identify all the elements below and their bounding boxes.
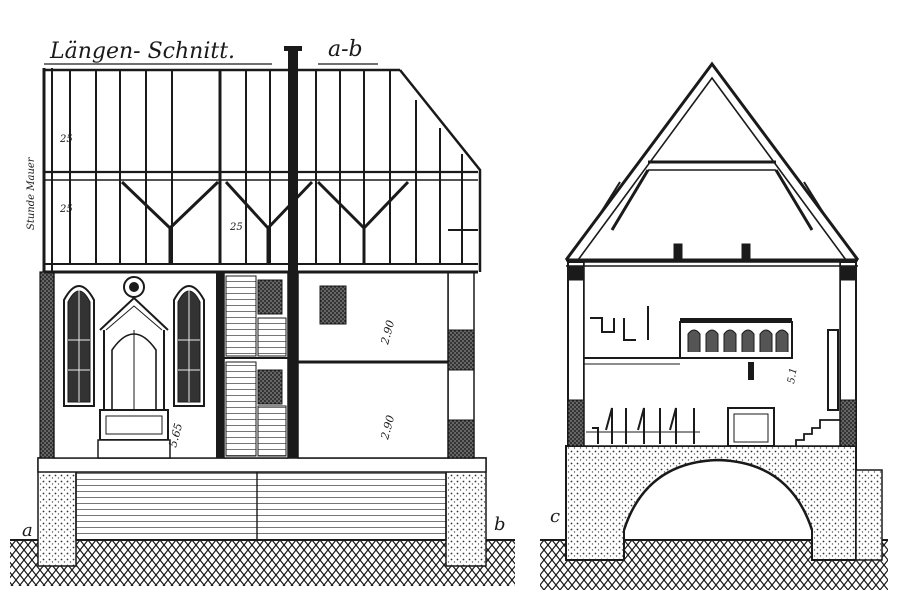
chancel-steps (795, 419, 840, 446)
stair-steps-lower (257, 405, 287, 457)
stair-window-lower (257, 369, 283, 405)
cross-altar (727, 407, 775, 447)
basement-boarding (75, 471, 447, 541)
pews (586, 407, 700, 444)
gallery-posts (590, 306, 649, 341)
stair-window-upper (257, 279, 283, 315)
section-mark-c: c (550, 506, 560, 527)
cross-section: c 5.1 (540, 61, 888, 590)
ground-hatching-left (10, 540, 515, 586)
chimney (288, 48, 298, 458)
dim-lower-room: 2.90 (378, 414, 397, 442)
foundation-pier-right (445, 457, 487, 567)
cross-wall-right-block (839, 399, 857, 447)
roof-truss-longitudinal (42, 68, 482, 274)
outer-wall-left (39, 271, 55, 459)
dim-roof-mid: 25 (59, 204, 73, 215)
section-ab-label: a-b (328, 37, 363, 62)
hall-partition-wall (216, 272, 224, 458)
hall-window-right (173, 285, 205, 407)
altar-gable (97, 296, 171, 459)
dim-hall-height: 5.65 (166, 422, 185, 449)
roof-truss-cross (564, 61, 860, 281)
stair-steps-upper (257, 317, 287, 357)
hall-window-left (63, 285, 95, 407)
buttress-right (855, 469, 883, 561)
foundation-pier-left (37, 457, 77, 567)
organ-gallery (679, 318, 793, 380)
section-mark-b: b (494, 514, 506, 535)
sheet-title: Längen- Schnitt. (49, 39, 235, 64)
arch-curve (622, 458, 814, 531)
dim-upper-room: 2.90 (378, 319, 397, 347)
dim-roof-upper: 25 (59, 134, 73, 145)
wall-block-right-lower (447, 419, 475, 459)
ground-floor-slab (37, 457, 487, 473)
left-vertical-note: Stunde Mauer (26, 156, 37, 230)
rose-window (123, 276, 145, 298)
stair-flight-upper (225, 275, 257, 357)
dim-roof-center: 25 (229, 222, 243, 233)
stair-flight-lower (225, 361, 257, 457)
cross-wall-left-block (567, 399, 585, 447)
chimney-cap (284, 46, 302, 51)
section-mark-a: a (22, 520, 33, 541)
room-window (319, 285, 347, 325)
side-door (827, 329, 839, 411)
dim-cross-right: 5.1 (786, 367, 800, 385)
longitudinal-section: Längen- Schnitt. a-b Stunde Mauer (10, 37, 515, 586)
wall-block-right-upper (447, 329, 475, 371)
